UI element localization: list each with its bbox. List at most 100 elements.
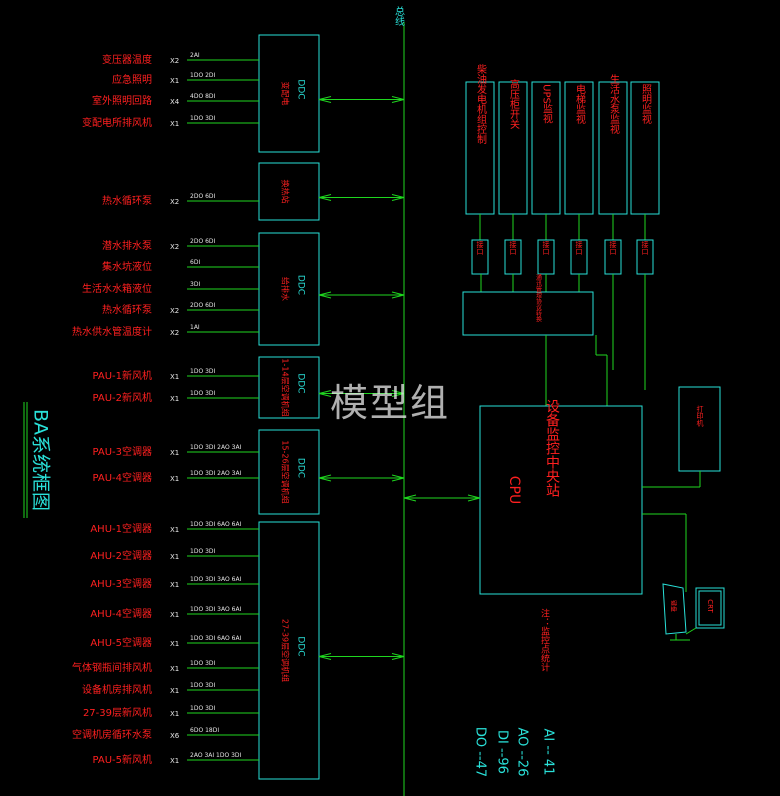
item-name-5-2: PAU-4空调器 <box>92 471 152 484</box>
item-name-6-6: 气体钢瓶间排风机 <box>72 661 152 674</box>
item-io-3-3: 3DI <box>190 281 200 288</box>
item-io-6-3: 1DO 3DI 3AO 6AI <box>190 576 242 583</box>
item-name-2-1: 热水循环泵 <box>102 194 152 207</box>
item-mult-1-1: X2 <box>170 57 179 65</box>
ddc-link-2-arrow-left <box>318 194 332 201</box>
central-box <box>479 405 643 595</box>
item-io-4-2: 1DO 3DI <box>190 390 216 397</box>
item-mult-6-7: X1 <box>170 687 179 695</box>
subsystem-label-6: 照明监视 <box>640 84 652 125</box>
ddc-link-6-arrow-left <box>318 653 332 660</box>
crt-monitor <box>695 587 725 629</box>
ddc-link-1-arrow-right <box>391 96 405 103</box>
item-io-1-4: 1DO 3DI <box>190 115 216 122</box>
bus-label: 总线 <box>393 5 405 26</box>
ddc-label-5: DDC <box>296 458 306 478</box>
ddc-box-1 <box>258 34 320 153</box>
keyboard-label: 键盘 <box>670 600 678 612</box>
item-io-6-8: 1DO 3DI <box>190 705 216 712</box>
item-mult-6-10: X1 <box>170 757 179 765</box>
cpu-label: CPU <box>506 476 522 504</box>
item-mult-4-2: X1 <box>170 395 179 403</box>
item-mult-5-1: X1 <box>170 449 179 457</box>
item-mult-6-8: X1 <box>170 710 179 718</box>
subsystem-label-2: 高压柜开关 <box>508 78 520 130</box>
ddc-label-6: DDC <box>296 636 306 656</box>
interface-label-2: 接口 <box>509 240 517 255</box>
item-io-5-1: 1DO 3DI 2AO 3AI <box>190 444 242 451</box>
ddc-desc-6: 27-39层空调机组 <box>281 619 291 682</box>
item-io-1-3: 4DO 8DI <box>190 93 216 100</box>
item-io-6-2: 1DO 3DI <box>190 548 216 555</box>
interface-box-1 <box>471 239 489 275</box>
item-name-1-4: 变配电所排风机 <box>82 116 152 129</box>
crt-label: CRT <box>706 599 714 613</box>
diagram-title: BA系统框图 <box>30 409 52 511</box>
watermark: 模型组 <box>330 381 451 425</box>
printer-box <box>678 386 721 472</box>
item-name-4-1: PAU-1新风机 <box>92 369 152 382</box>
interface-label-4: 接口 <box>575 240 583 255</box>
item-name-3-4: 热水循环泵 <box>102 303 152 316</box>
item-name-6-3: AHU-3空调器 <box>90 577 152 590</box>
item-io-3-1: 2DO 6DI <box>190 238 216 245</box>
item-name-6-7: 设备机房排风机 <box>82 683 152 696</box>
item-mult-3-1: X2 <box>170 243 179 251</box>
ddc-link-5-arrow-left <box>318 474 332 482</box>
item-io-4-1: 1DO 3DI <box>190 368 216 375</box>
ddc-link-4-arrow-left <box>318 390 332 397</box>
item-mult-6-4: X1 <box>170 611 179 619</box>
item-name-4-2: PAU-2新风机 <box>92 391 152 404</box>
bus-to-central-arrow-left <box>403 494 417 502</box>
interface-label-1: 接口 <box>476 240 484 255</box>
interface-label-3: 接口 <box>542 240 550 255</box>
item-name-6-9: 空调机房循环水泵 <box>72 728 152 741</box>
item-mult-6-9: X6 <box>170 732 180 740</box>
item-name-6-8: 27-39层新风机 <box>83 706 152 719</box>
ddc-link-3-arrow-left <box>318 291 332 299</box>
gateway-label: 通讯管理协议转换 <box>535 273 542 323</box>
ddc-box-6 <box>258 521 320 780</box>
ddc-desc-3: 给排水 <box>281 277 291 301</box>
note-line-1: AI -- 41 <box>541 729 556 776</box>
item-mult-1-4: X1 <box>170 120 179 128</box>
subsystem-label-1: 柴油发电机组控制 <box>475 63 487 144</box>
item-name-3-2: 集水坑液位 <box>102 260 152 273</box>
ddc-box-5 <box>258 429 320 515</box>
item-mult-1-2: X1 <box>170 77 179 85</box>
gateway-box <box>462 291 594 336</box>
item-name-1-1: 变压器温度 <box>102 53 152 66</box>
ddc-label-3: DDC <box>296 275 306 295</box>
interface-label-6: 接口 <box>641 240 649 255</box>
item-name-1-2: 应急照明 <box>112 73 152 86</box>
item-io-6-6: 1DO 3DI <box>190 660 216 667</box>
item-mult-6-3: X1 <box>170 581 179 589</box>
item-name-6-10: PAU-5新风机 <box>92 753 152 766</box>
item-mult-6-1: X1 <box>170 526 179 534</box>
ddc-desc-5: 15-26层空调机组 <box>281 440 291 503</box>
ddc-desc-1: 变配电 <box>281 82 291 106</box>
item-mult-3-5: X2 <box>170 329 179 337</box>
subsystem-label-5: 生活水泵监视 <box>608 73 620 135</box>
central-title: 设备监控中央站 <box>544 399 560 497</box>
item-mult-3-4: X2 <box>170 307 179 315</box>
ddc-box-4 <box>258 356 320 419</box>
item-io-6-4: 1DO 3DI 3AO 6AI <box>190 606 242 613</box>
item-name-6-4: AHU-4空调器 <box>90 607 152 620</box>
item-name-3-1: 潜水排水泵 <box>102 239 152 252</box>
bus-to-central-arrow-right <box>467 494 481 502</box>
ddc-link-4-arrow-right <box>391 390 405 397</box>
item-io-6-7: 1DO 3DI <box>190 682 216 689</box>
item-mult-6-2: X1 <box>170 553 179 561</box>
ddc-box-2 <box>258 162 320 221</box>
ddc-desc-4: 1-14层空调机组 <box>281 358 291 416</box>
item-mult-5-2: X1 <box>170 475 179 483</box>
crt-screen <box>698 590 722 626</box>
item-io-2-1: 2DO 6DI <box>190 193 216 200</box>
subsystem-label-4: 电梯监视 <box>574 83 586 125</box>
printer-label: 打印机 <box>696 405 704 428</box>
item-name-6-2: AHU-2空调器 <box>90 549 152 562</box>
item-mult-6-5: X1 <box>170 640 179 648</box>
item-io-1-1: 2AI <box>190 52 200 59</box>
